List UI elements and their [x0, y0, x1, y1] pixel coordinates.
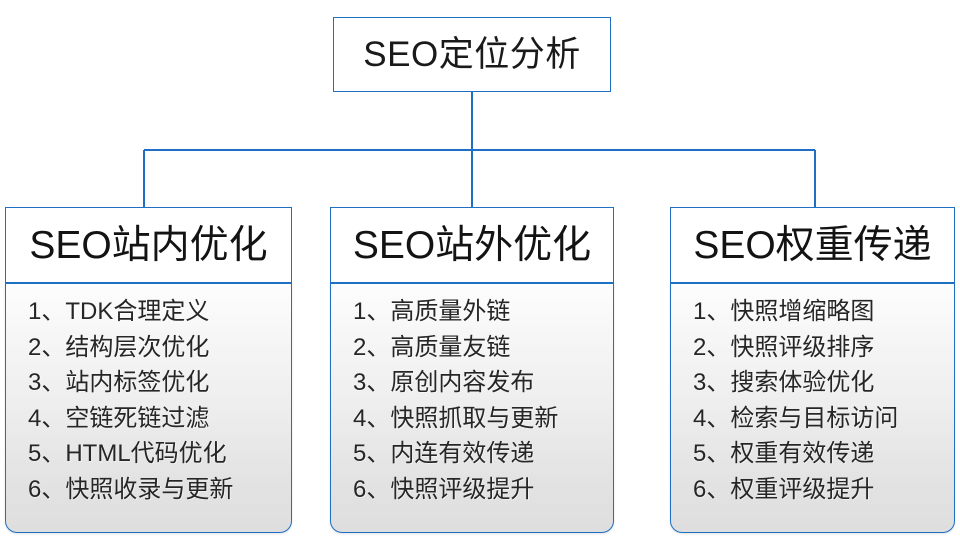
branch-body-seo-offsite: 1、高质量外链 2、高质量友链 3、原创内容发布 4、快照抓取与更新 5、内连有… — [330, 283, 614, 533]
list-item: 5、HTML代码优化 — [28, 440, 227, 467]
branch-header-seo-offsite[interactable]: SEO站外优化 — [330, 207, 614, 283]
list-item: 6、快照评级提升 — [353, 475, 535, 503]
list-item: 2、结构层次优化 — [28, 333, 210, 361]
branch-seo-weight[interactable]: SEO权重传递 1、快照增缩略图 2、快照评级排序 3、搜索体验优化 4、检索与… — [670, 207, 955, 533]
list-item: 2、快照评级排序 — [693, 333, 875, 361]
branch-header-seo-weight[interactable]: SEO权重传递 — [670, 207, 955, 283]
branch-list-seo-offsite: 1、高质量外链 2、高质量友链 3、原创内容发布 4、快照抓取与更新 5、内连有… — [331, 294, 613, 507]
list-item: 6、快照收录与更新 — [28, 475, 234, 503]
root-node[interactable]: SEO定位分析 — [333, 17, 611, 92]
list-item: 3、站内标签优化 — [28, 369, 210, 396]
list-item: 1、TDK合理定义 — [28, 298, 210, 325]
branch-header-label: SEO站内优化 — [29, 223, 268, 267]
list-item: 5、内连有效传递 — [353, 440, 535, 467]
list-item: 1、高质量外链 — [353, 298, 511, 325]
list-item: 6、权重评级提升 — [693, 475, 875, 503]
branch-body-seo-weight: 1、快照增缩略图 2、快照评级排序 3、搜索体验优化 4、检索与目标访问 5、权… — [670, 283, 955, 533]
list-item: 3、原创内容发布 — [353, 369, 535, 396]
branch-list-seo-onsite: 1、TDK合理定义 2、结构层次优化 3、站内标签优化 4、空链死链过滤 5、H… — [6, 294, 291, 507]
branch-header-label: SEO站外优化 — [352, 223, 592, 267]
branch-list-seo-weight: 1、快照增缩略图 2、快照评级排序 3、搜索体验优化 4、检索与目标访问 5、权… — [671, 294, 954, 507]
branch-seo-onsite[interactable]: SEO站内优化 1、TDK合理定义 2、结构层次优化 3、站内标签优化 4、空链… — [5, 207, 292, 533]
list-item: 1、快照增缩略图 — [693, 298, 875, 325]
root-node-label: SEO定位分析 — [363, 35, 581, 74]
branch-header-label: SEO权重传递 — [693, 223, 932, 267]
list-item: 4、检索与目标访问 — [693, 404, 899, 432]
list-item: 4、快照抓取与更新 — [353, 404, 559, 432]
branch-seo-offsite[interactable]: SEO站外优化 1、高质量外链 2、高质量友链 3、原创内容发布 4、快照抓取与… — [330, 207, 614, 533]
list-item: 2、高质量友链 — [353, 333, 511, 361]
list-item: 5、权重有效传递 — [693, 440, 875, 467]
branch-header-seo-onsite[interactable]: SEO站内优化 — [5, 207, 292, 283]
branch-body-seo-onsite: 1、TDK合理定义 2、结构层次优化 3、站内标签优化 4、空链死链过滤 5、H… — [5, 283, 292, 533]
list-item: 3、搜索体验优化 — [693, 369, 875, 396]
list-item: 4、空链死链过滤 — [28, 404, 210, 432]
